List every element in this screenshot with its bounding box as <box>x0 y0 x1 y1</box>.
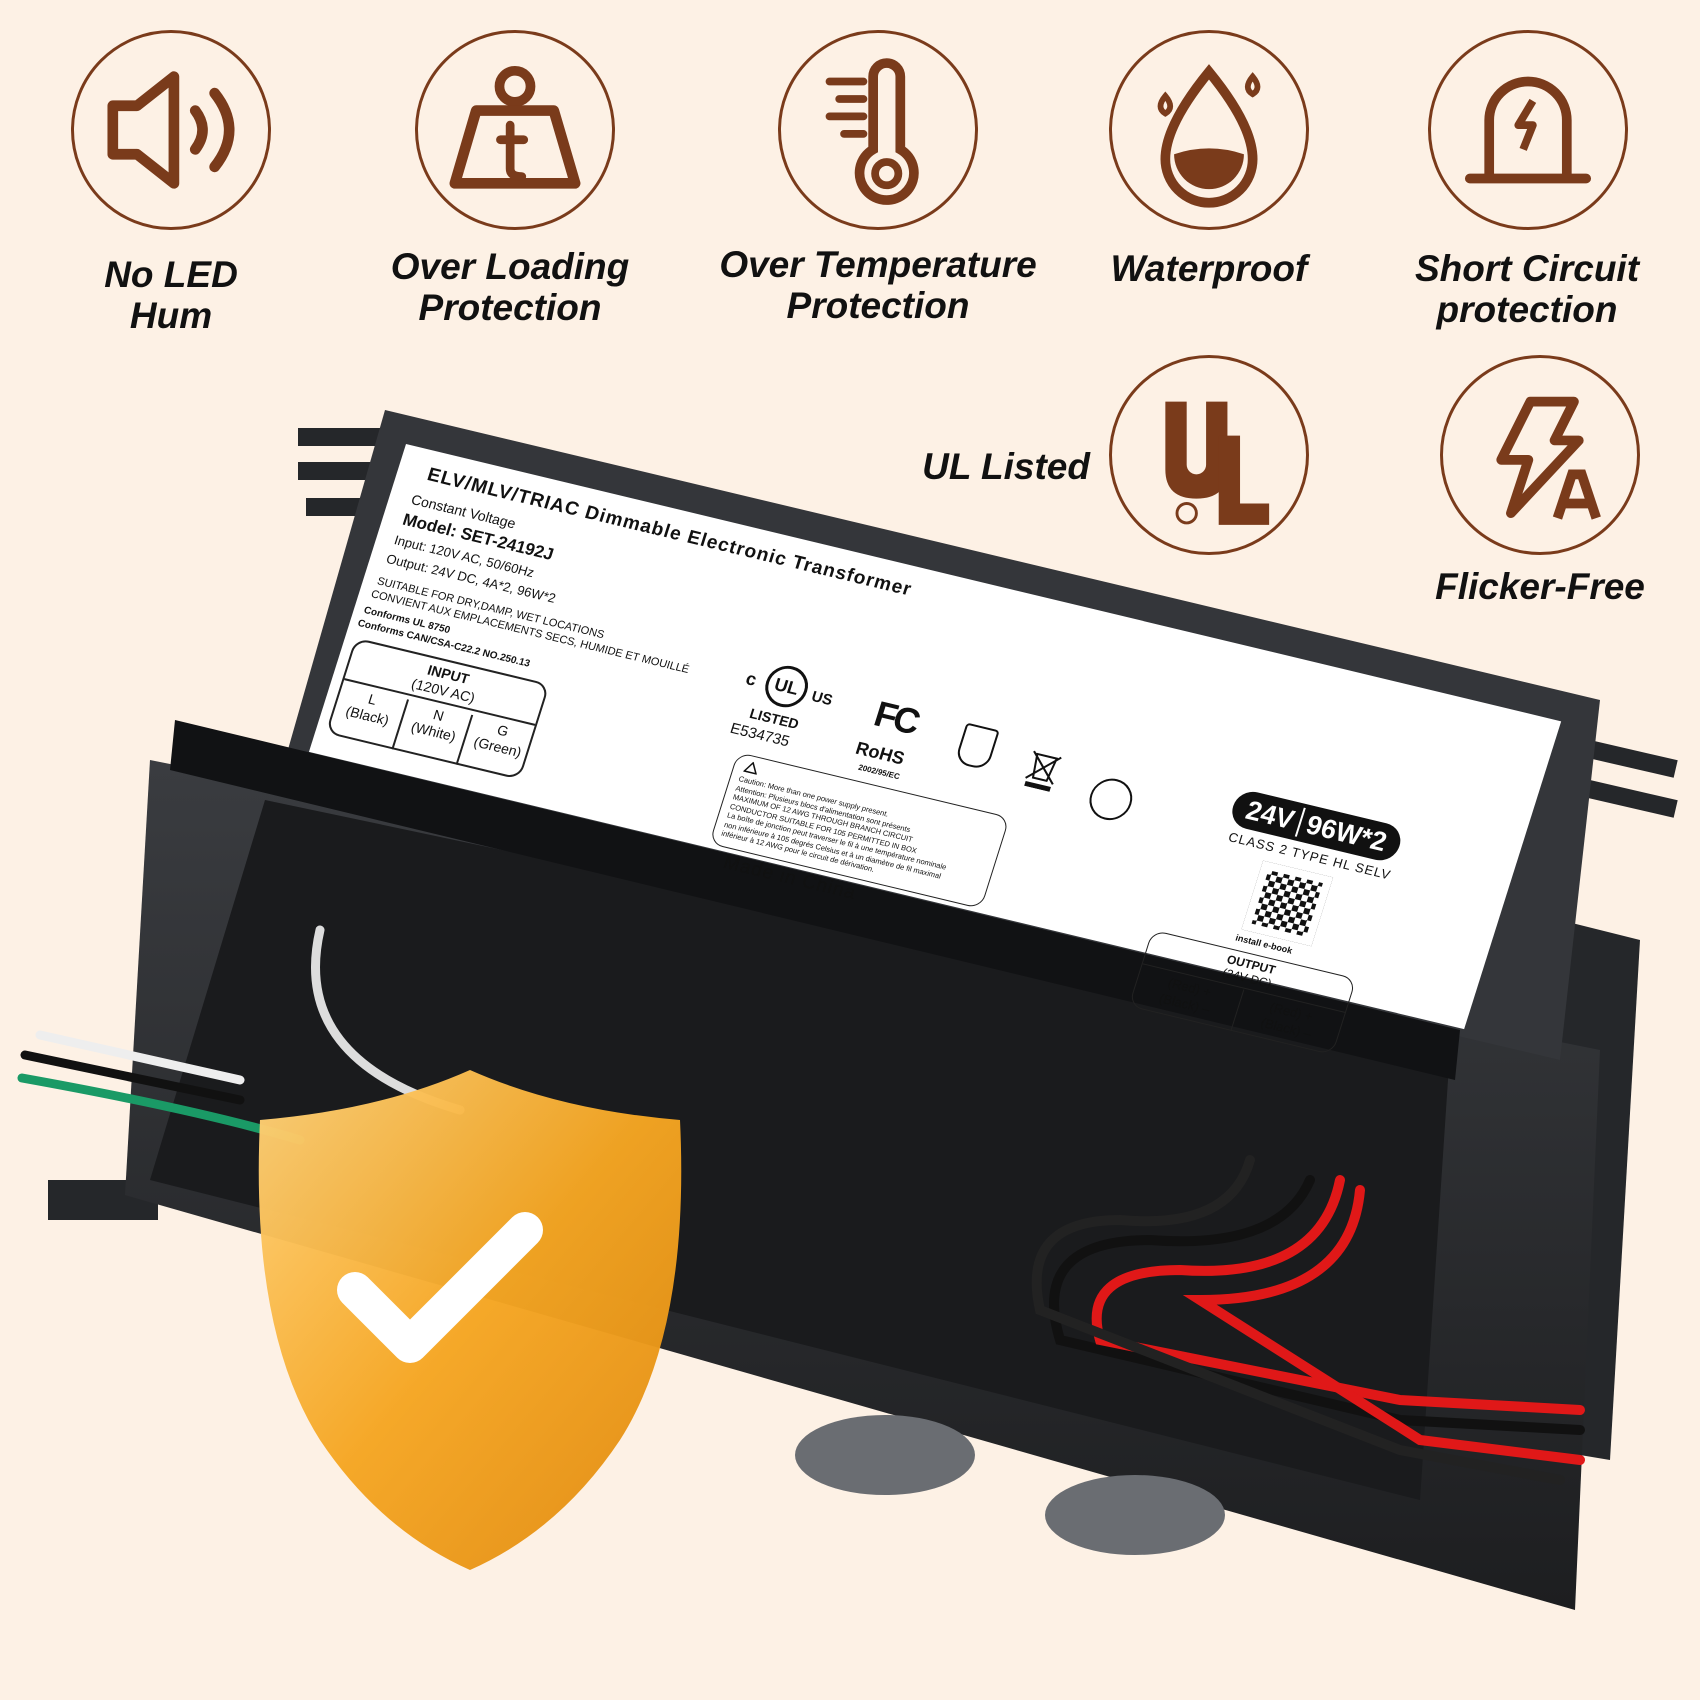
qr-code[interactable] <box>1241 860 1334 947</box>
shield-check-icon <box>258 1070 682 1570</box>
shield-cert-icon <box>954 722 1000 771</box>
caution-box: Caution: More than one power supply pres… <box>708 751 1011 910</box>
cul-us: US <box>809 688 835 710</box>
product-label: ELV/MLV/TRIAC Dimmable Electronic Transf… <box>308 444 1562 1056</box>
heatsink-ridge <box>170 720 1460 1080</box>
warning-triangle-icon <box>742 759 760 775</box>
thermometer-icon <box>778 30 978 230</box>
lightning-a-icon <box>1440 355 1640 555</box>
knockout-hole <box>795 1415 975 1495</box>
open-compartment <box>150 800 1450 1500</box>
knockout-hole <box>1045 1475 1225 1555</box>
cul-ul: UL <box>759 661 814 712</box>
feature-label-waterproof: Waterproof <box>1110 248 1308 289</box>
cul-c: c <box>743 668 760 690</box>
weee-bin-icon <box>1020 747 1065 793</box>
speaker-icon <box>71 30 271 230</box>
feature-label-flicker-free: Flicker-Free <box>1435 566 1645 607</box>
weight-icon <box>415 30 615 230</box>
fcc-logo: FC <box>869 692 923 742</box>
cul-listed-logo: c UL US LISTED E534735 <box>727 657 870 767</box>
feature-label-ul-listed: UL Listed <box>922 446 1090 487</box>
thermal-cutoff-icon <box>1084 774 1138 825</box>
alarm-lightning-icon <box>1428 30 1628 230</box>
ul-logo-icon <box>1109 355 1309 555</box>
water-drop-icon <box>1109 30 1309 230</box>
input-cell-g: G(Green) <box>455 714 538 781</box>
output-wires <box>1031 1155 1585 1485</box>
